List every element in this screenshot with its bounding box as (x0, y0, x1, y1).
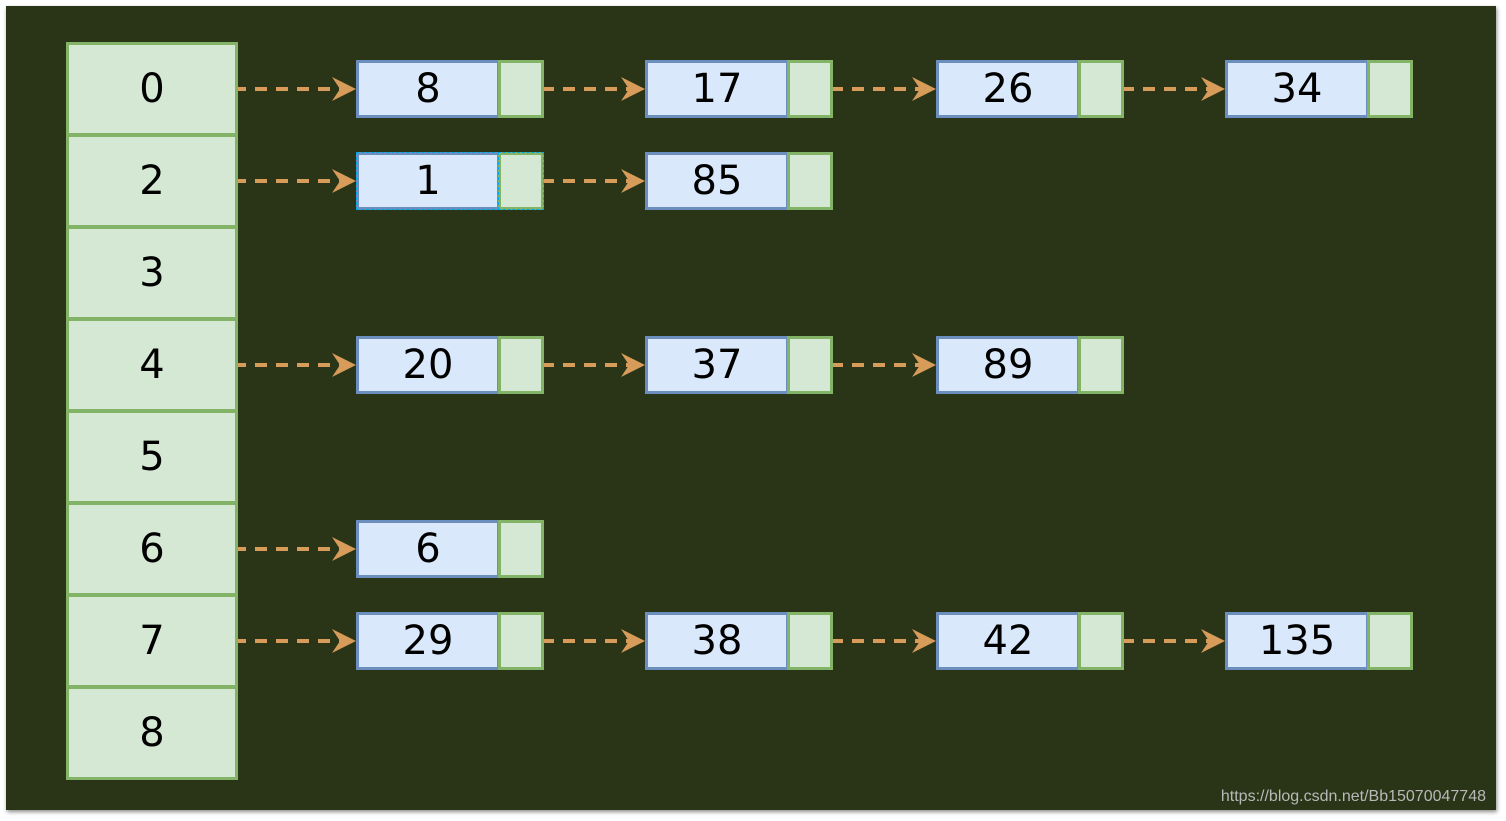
next-arrow (542, 353, 645, 377)
bucket-arrow (234, 353, 356, 377)
node-value: 89 (936, 336, 1080, 394)
node-value: 37 (645, 336, 789, 394)
node-next-pointer (787, 612, 833, 670)
node-value: 135 (1225, 612, 1369, 670)
watermark: https://blog.csdn.net/Bb15070047748 (1220, 788, 1486, 805)
node-value: 34 (1225, 60, 1369, 118)
node-value: 42 (936, 612, 1080, 670)
node-next-pointer (787, 336, 833, 394)
bucket-arrow (234, 537, 356, 561)
bucket-4: 4 (66, 318, 238, 412)
bucket-3: 3 (66, 226, 238, 320)
node-value: 20 (356, 336, 500, 394)
next-arrow (1122, 77, 1225, 101)
node-next-pointer (787, 152, 833, 210)
bucket-0: 0 (66, 42, 238, 136)
bucket-7: 7 (66, 594, 238, 688)
node-next-pointer (1078, 336, 1124, 394)
node-next-pointer (498, 60, 544, 118)
node-next-pointer (1078, 60, 1124, 118)
node-value: 26 (936, 60, 1080, 118)
node-value: 29 (356, 612, 500, 670)
node-next-pointer (498, 336, 544, 394)
next-arrow (542, 169, 645, 193)
bucket-8: 8 (66, 686, 238, 780)
bucket-arrow (234, 169, 356, 193)
next-arrow (542, 77, 645, 101)
node-next-pointer (787, 60, 833, 118)
node-value: 8 (356, 60, 500, 118)
node-value: 85 (645, 152, 789, 210)
node-value: 17 (645, 60, 789, 118)
next-arrow (542, 629, 645, 653)
node-next-pointer (1078, 612, 1124, 670)
next-arrow (831, 629, 936, 653)
node-next-pointer (498, 520, 544, 578)
node-next-pointer (1367, 60, 1413, 118)
bucket-arrow (234, 629, 356, 653)
node-value: 38 (645, 612, 789, 670)
node-next-pointer (498, 612, 544, 670)
next-arrow (831, 77, 936, 101)
next-arrow (1122, 629, 1225, 653)
node-value: 1 (356, 152, 500, 210)
next-arrow (831, 353, 936, 377)
node-next-pointer (1367, 612, 1413, 670)
bucket-2: 2 (66, 134, 238, 228)
bucket-arrow (234, 77, 356, 101)
node-next-pointer (498, 152, 544, 210)
bucket-6: 6 (66, 502, 238, 596)
bucket-5: 5 (66, 410, 238, 504)
node-value: 6 (356, 520, 500, 578)
